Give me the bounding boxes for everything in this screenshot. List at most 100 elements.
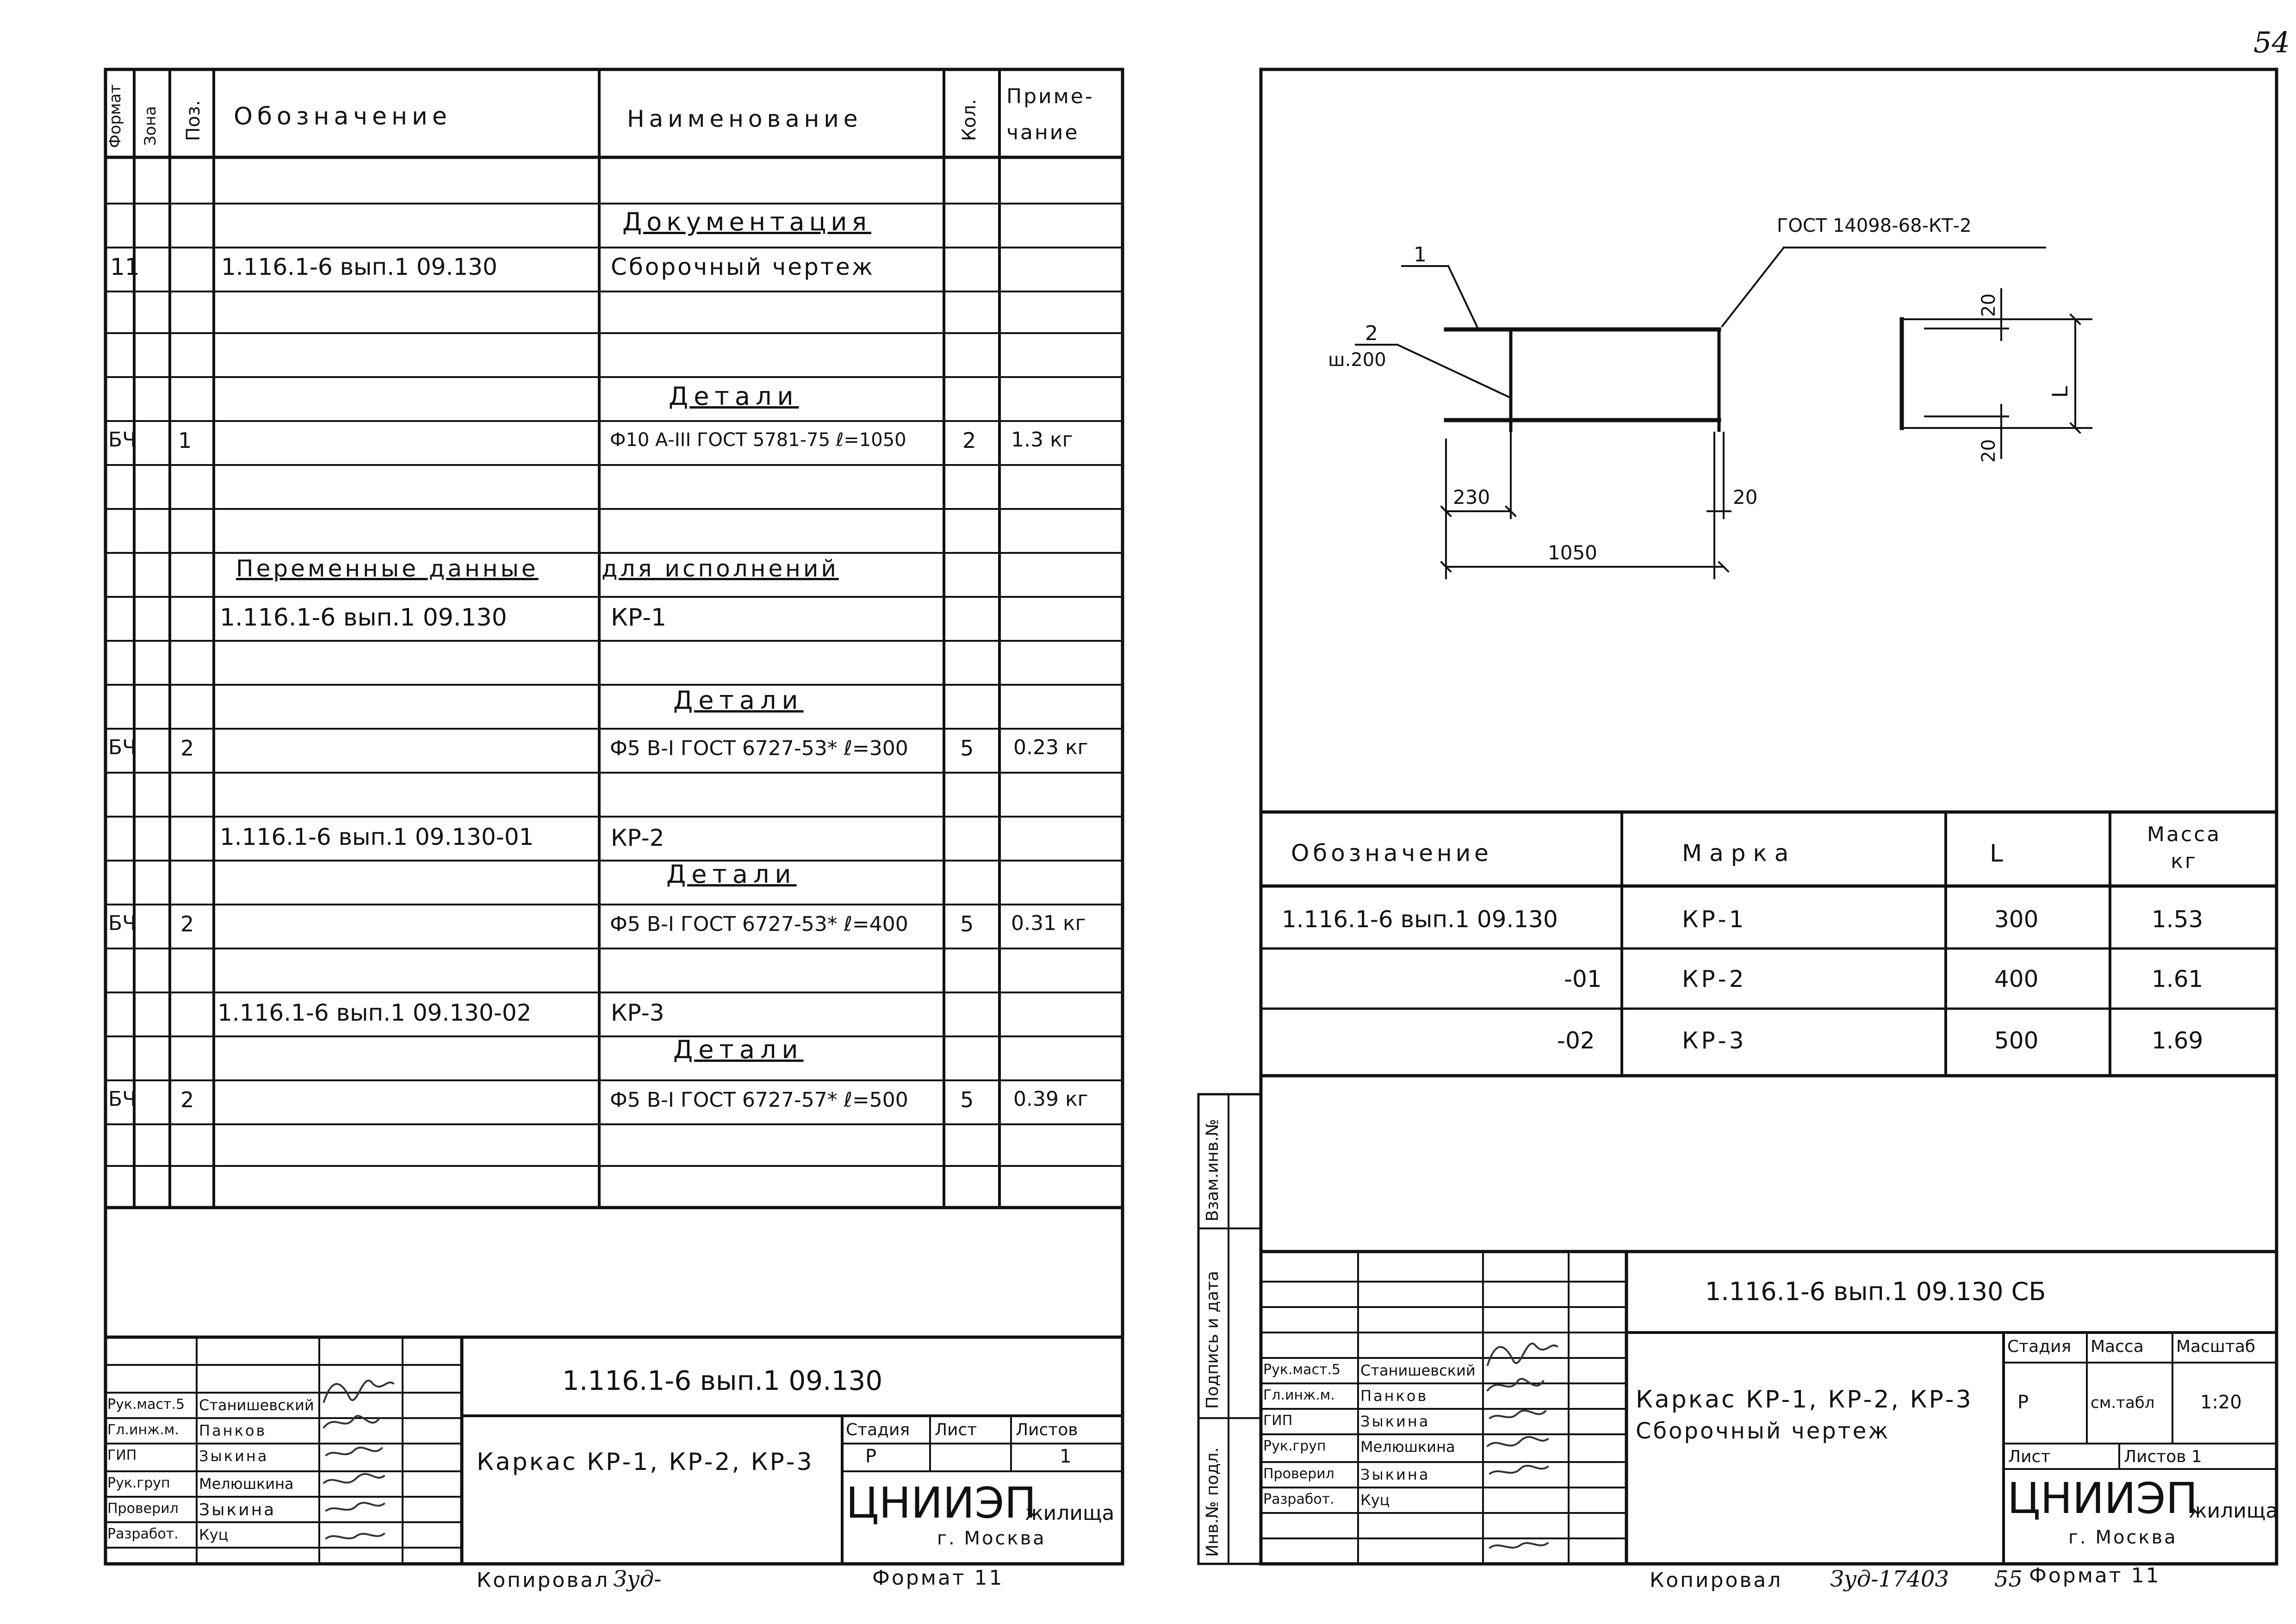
right-format: Формат 11 xyxy=(2029,1564,2161,1587)
left-org-city: г. Москва xyxy=(937,1528,1046,1549)
row-v3-name: КР-3 xyxy=(611,999,664,1026)
section-heading-parts-2: Детали xyxy=(673,686,804,715)
right-role-3: Рук.груп xyxy=(1263,1438,1326,1454)
gost-note: ГОСТ 14098-68-КТ-2 xyxy=(1777,215,1972,236)
stamp-original-inv: Инв.№ подл. xyxy=(1203,1447,1222,1557)
row-p2-qty: 5 xyxy=(960,736,974,761)
page-number: 54 xyxy=(2253,25,2290,59)
row-v1-name: КР-1 xyxy=(611,604,667,632)
right-name-0: Станишевский xyxy=(1360,1362,1476,1379)
row-p4-format: БЧ xyxy=(108,1087,137,1111)
right-role-1: Гл.инж.м. xyxy=(1263,1387,1335,1403)
row-p1-pos: 1 xyxy=(178,428,192,453)
left-stage-label: Стадия xyxy=(846,1420,910,1439)
right-scale-value: 1:20 xyxy=(2200,1392,2242,1413)
row-doc-designation: 1.116.1-6 вып.1 09.130 xyxy=(221,254,497,280)
row-p1-qty: 2 xyxy=(962,428,976,453)
row-v3-designation: 1.116.1-6 вып.1 09.130-02 xyxy=(217,999,532,1026)
dim-20-b: 20 xyxy=(1978,293,1999,317)
row-doc-name: Сборочный чертеж xyxy=(611,254,875,280)
left-org-small: жилища xyxy=(1025,1501,1115,1525)
section-heading-parts-3: Детали xyxy=(666,860,797,889)
section-heading-variable-b: для исполнений xyxy=(602,555,839,582)
callout-2: 2 xyxy=(1365,322,1378,345)
right-org-big: ЦНИИЭП xyxy=(2007,1474,2198,1523)
left-name-4: Зыкина xyxy=(199,1500,276,1519)
right-scale-label: Масштаб xyxy=(2176,1337,2256,1356)
header-qty: Кол. xyxy=(959,99,980,141)
row-p3-name: Ф5 В-I ГОСТ 6727-53* ℓ=400 xyxy=(610,912,908,936)
row-p1-name: Ф10 А-III ГОСТ 5781-75 ℓ=1050 xyxy=(610,429,906,451)
header-name: Наименование xyxy=(627,105,863,132)
right-role-2: ГИП xyxy=(1263,1413,1293,1429)
left-sheets-value: 1 xyxy=(1060,1446,1072,1467)
left-name-1: Панков xyxy=(199,1422,267,1439)
left-role-3: Рук.груп xyxy=(107,1475,170,1491)
header-note: Приме- чание xyxy=(1006,85,1094,144)
left-name-2: Зыкина xyxy=(199,1447,269,1465)
table-r0-L: 300 xyxy=(1994,906,2039,933)
table-header-mass: Масса кг xyxy=(2147,823,2222,873)
left-title-code: 1.116.1-6 вып.1 09.130 xyxy=(562,1365,883,1396)
table-r0-mark: КР-1 xyxy=(1682,906,1747,933)
row-p2-note: 0.23 кг xyxy=(1013,736,1088,759)
section-heading-parts-1: Детали xyxy=(669,382,799,411)
right-role-4: Проверил xyxy=(1263,1466,1334,1482)
row-v2-name: КР-2 xyxy=(611,824,664,851)
table-header-L: L xyxy=(1990,840,2003,868)
right-name-5: Куц xyxy=(1360,1491,1390,1509)
right-role-0: Рук.маст.5 xyxy=(1263,1362,1341,1378)
row-p2-name: Ф5 В-I ГОСТ 6727-53* ℓ=300 xyxy=(610,737,908,760)
row-p3-qty: 5 xyxy=(960,911,974,936)
row-p3-pos: 2 xyxy=(180,911,194,936)
section-heading-parts-4: Детали xyxy=(673,1035,804,1064)
table-r0-mass: 1.53 xyxy=(2152,906,2203,933)
table-r2-mark: КР-3 xyxy=(1682,1027,1747,1054)
right-name-3: Мелюшкина xyxy=(1360,1438,1455,1456)
right-org-city: г. Москва xyxy=(2068,1527,2178,1548)
row-v1-designation: 1.116.1-6 вып.1 09.130 xyxy=(220,604,507,632)
section-heading-variable-a: Переменные данные xyxy=(236,555,539,582)
left-role-1: Гл.инж.м. xyxy=(107,1422,179,1438)
stamp-signature-date: Подпись и дата xyxy=(1203,1271,1222,1409)
right-org-small: жилища xyxy=(2189,1499,2278,1523)
left-name-5: Куц xyxy=(199,1526,229,1543)
row-v2-designation: 1.116.1-6 вып.1 09.130-01 xyxy=(220,824,534,850)
dim-20-c: 20 xyxy=(1978,439,1999,463)
left-role-0: Рук.маст.5 xyxy=(107,1396,185,1413)
right-stage-label: Стадия xyxy=(2007,1337,2072,1356)
left-format: Формат 11 xyxy=(872,1566,1004,1590)
left-copied-sign: Зуд- xyxy=(613,1566,662,1592)
section-heading-documentation: Документация xyxy=(622,207,871,236)
right-title-line1: Каркас КР-1, КР-2, КР-3 xyxy=(1636,1386,1973,1413)
table-r0-designation: 1.116.1-6 вып.1 09.130 xyxy=(1282,906,1558,933)
row-p4-pos: 2 xyxy=(180,1087,194,1112)
row-p3-note: 0.31 кг xyxy=(1011,911,1086,935)
left-org-big: ЦНИИЭП xyxy=(846,1478,1036,1528)
right-page-no: 55 xyxy=(1994,1566,2023,1592)
right-copied-label: Копировал xyxy=(1650,1568,1783,1592)
header-zone: Зона xyxy=(141,106,160,146)
right-role-5: Разработ. xyxy=(1263,1491,1334,1507)
right-sheets-label: Листов 1 xyxy=(2124,1447,2202,1466)
right-copied-sign: Зуд-17403 xyxy=(1830,1566,1949,1592)
left-role-5: Разработ. xyxy=(107,1526,179,1542)
right-name-2: Зыкина xyxy=(1360,1413,1430,1430)
left-copied-label: Копировал xyxy=(477,1568,610,1592)
left-role-2: ГИП xyxy=(107,1447,137,1463)
left-sheets-label: Листов xyxy=(1016,1420,1078,1439)
left-role-4: Проверил xyxy=(107,1500,179,1517)
row-p4-name: Ф5 В-I ГОСТ 6727-57* ℓ=500 xyxy=(610,1088,908,1112)
right-title-line2: Сборочный чертеж xyxy=(1636,1418,1890,1444)
right-stage-value: Р xyxy=(2017,1392,2029,1413)
dim-1050: 1050 xyxy=(1548,541,1597,564)
left-name-0: Станишевский xyxy=(199,1396,314,1414)
row-p1-note: 1.3 кг xyxy=(1011,428,1073,452)
table-r1-mark: КР-2 xyxy=(1682,966,1747,992)
table-r2-L: 500 xyxy=(1994,1027,2039,1054)
table-r2-designation: -02 xyxy=(1557,1027,1595,1054)
row-p1-format: БЧ xyxy=(108,428,137,452)
table-header-mark: Марка xyxy=(1682,840,1796,867)
left-title-name: Каркас КР-1, КР-2, КР-3 xyxy=(477,1448,814,1476)
